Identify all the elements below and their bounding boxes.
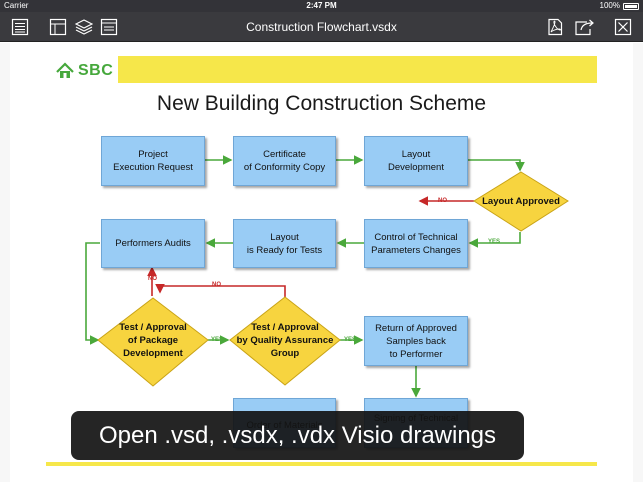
toolbar: Construction Flowchart.vsdx bbox=[0, 12, 643, 42]
share-icon[interactable] bbox=[574, 18, 596, 36]
status-bar: Carrier 2:47 PM 100% bbox=[0, 0, 643, 12]
decision-layout-approved-label: Layout Approved bbox=[482, 196, 560, 207]
layers-icon[interactable] bbox=[75, 18, 93, 36]
house-logo-icon bbox=[56, 62, 74, 78]
footer-banner bbox=[46, 462, 597, 466]
box-layout-ready-for-tests[interactable]: Layout is Ready for Tests bbox=[233, 219, 336, 268]
box-return-approved-samples[interactable]: Return of Approved Samples back to Perfo… bbox=[364, 316, 468, 366]
promo-caption: Open .vsd, .vsdx, .vdx Visio drawings bbox=[71, 411, 524, 460]
header-banner bbox=[118, 56, 597, 83]
box-layout-development[interactable]: Layout Development bbox=[364, 136, 468, 186]
close-icon[interactable] bbox=[614, 18, 632, 36]
clock: 2:47 PM bbox=[306, 1, 337, 10]
battery-status: 100% bbox=[600, 0, 639, 12]
box-certificate-of-conformity[interactable]: Certificate of Conformity Copy bbox=[233, 136, 336, 186]
box-performers-audits[interactable]: Performers Audits bbox=[101, 219, 205, 268]
flow-label-yes: YES bbox=[488, 239, 501, 245]
company-logo: SBC bbox=[56, 62, 113, 80]
pages-icon[interactable] bbox=[100, 18, 118, 36]
flow-label-no: NO bbox=[148, 276, 157, 282]
decision-package-label: Test / Approval of Package Development bbox=[119, 321, 187, 359]
box-project-execution-request[interactable]: Project Execution Request bbox=[101, 136, 205, 186]
decision-qa-label: Test / Approval by Quality Assurance Gro… bbox=[236, 321, 334, 359]
battery-percent: 100% bbox=[599, 1, 620, 10]
list-icon[interactable] bbox=[11, 18, 29, 36]
flow-label-no: NO bbox=[212, 282, 221, 288]
battery-icon bbox=[623, 2, 639, 10]
carrier-label: Carrier bbox=[4, 1, 29, 10]
diagram-title: New Building Construction Scheme bbox=[156, 92, 487, 115]
crop-icon[interactable] bbox=[49, 18, 67, 36]
pdf-export-icon[interactable] bbox=[546, 18, 564, 36]
flow-label-yes: YES bbox=[211, 337, 224, 343]
logo-text: SBC bbox=[78, 62, 114, 79]
box-control-technical-parameters[interactable]: Control of Technical Parameters Changes bbox=[364, 219, 468, 268]
flow-label-yes: YES bbox=[344, 337, 357, 343]
flow-label-no: NO bbox=[438, 198, 447, 204]
